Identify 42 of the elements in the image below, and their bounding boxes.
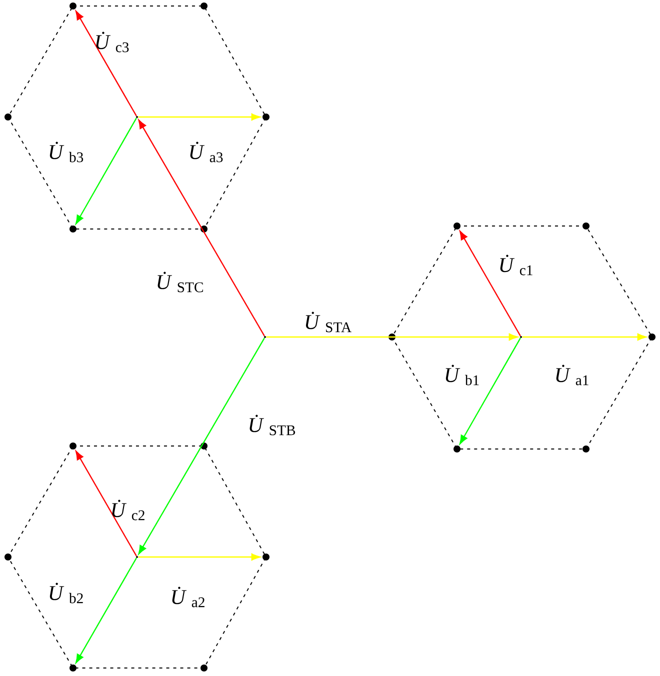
phasor-arrow <box>76 118 137 224</box>
edge-label: U̇$_{b2}$ <box>50 582 83 604</box>
phasor-arrow <box>138 338 265 554</box>
edge-label: U̇$_{a2}$ <box>172 586 204 608</box>
edge-label: U̇$_{a3}$ <box>190 142 223 162</box>
phasor-arrow <box>76 10 137 116</box>
vertex-dot <box>70 442 76 450</box>
edge-label: U̇$_{b3}$ <box>50 142 84 162</box>
vertex-dot <box>582 446 590 452</box>
phasor-arrow <box>138 120 265 336</box>
phasor-arrow <box>266 333 518 341</box>
vertex-dot <box>454 222 460 230</box>
vertex-dot <box>454 446 460 452</box>
vertex-dot <box>200 2 208 10</box>
phasor-arrow <box>138 113 260 121</box>
vertex-dot <box>200 226 208 232</box>
edge-label: U̇$_{STC}$ <box>158 272 203 292</box>
phasor-arrow <box>138 553 260 561</box>
edge-label: U̇$_{STA}$ <box>306 312 352 332</box>
vertex-dot <box>200 664 208 672</box>
vertex-dot <box>200 442 208 450</box>
vertex-dot <box>582 222 590 230</box>
vertex-dot <box>70 664 76 672</box>
phasor-arrow <box>76 558 137 664</box>
edge-label: U̇$_{c3}$ <box>96 32 129 52</box>
edge-label: U̇$_{a1}$ <box>556 364 588 386</box>
edge-label: U̇$_{b1}$ <box>446 364 479 386</box>
phasor-arrow <box>460 230 521 336</box>
vertex-dot <box>70 226 76 232</box>
vertex-dot <box>648 334 656 340</box>
edge-label: U̇$_{STB}$ <box>250 414 296 436</box>
phasor-arrow <box>76 450 137 556</box>
edge-label: U̇$_{c2}$ <box>112 500 144 520</box>
vertex-dot <box>262 114 270 120</box>
phasor-arrow <box>460 338 521 444</box>
phasor-arrow <box>522 333 646 341</box>
vertex-dot <box>262 554 270 560</box>
edge-label: U̇$_{c1}$ <box>500 254 532 276</box>
vertex-dot <box>4 554 12 560</box>
vertex-dot <box>388 334 396 340</box>
vertex-dot <box>4 114 12 120</box>
vertex-dot <box>70 2 76 10</box>
